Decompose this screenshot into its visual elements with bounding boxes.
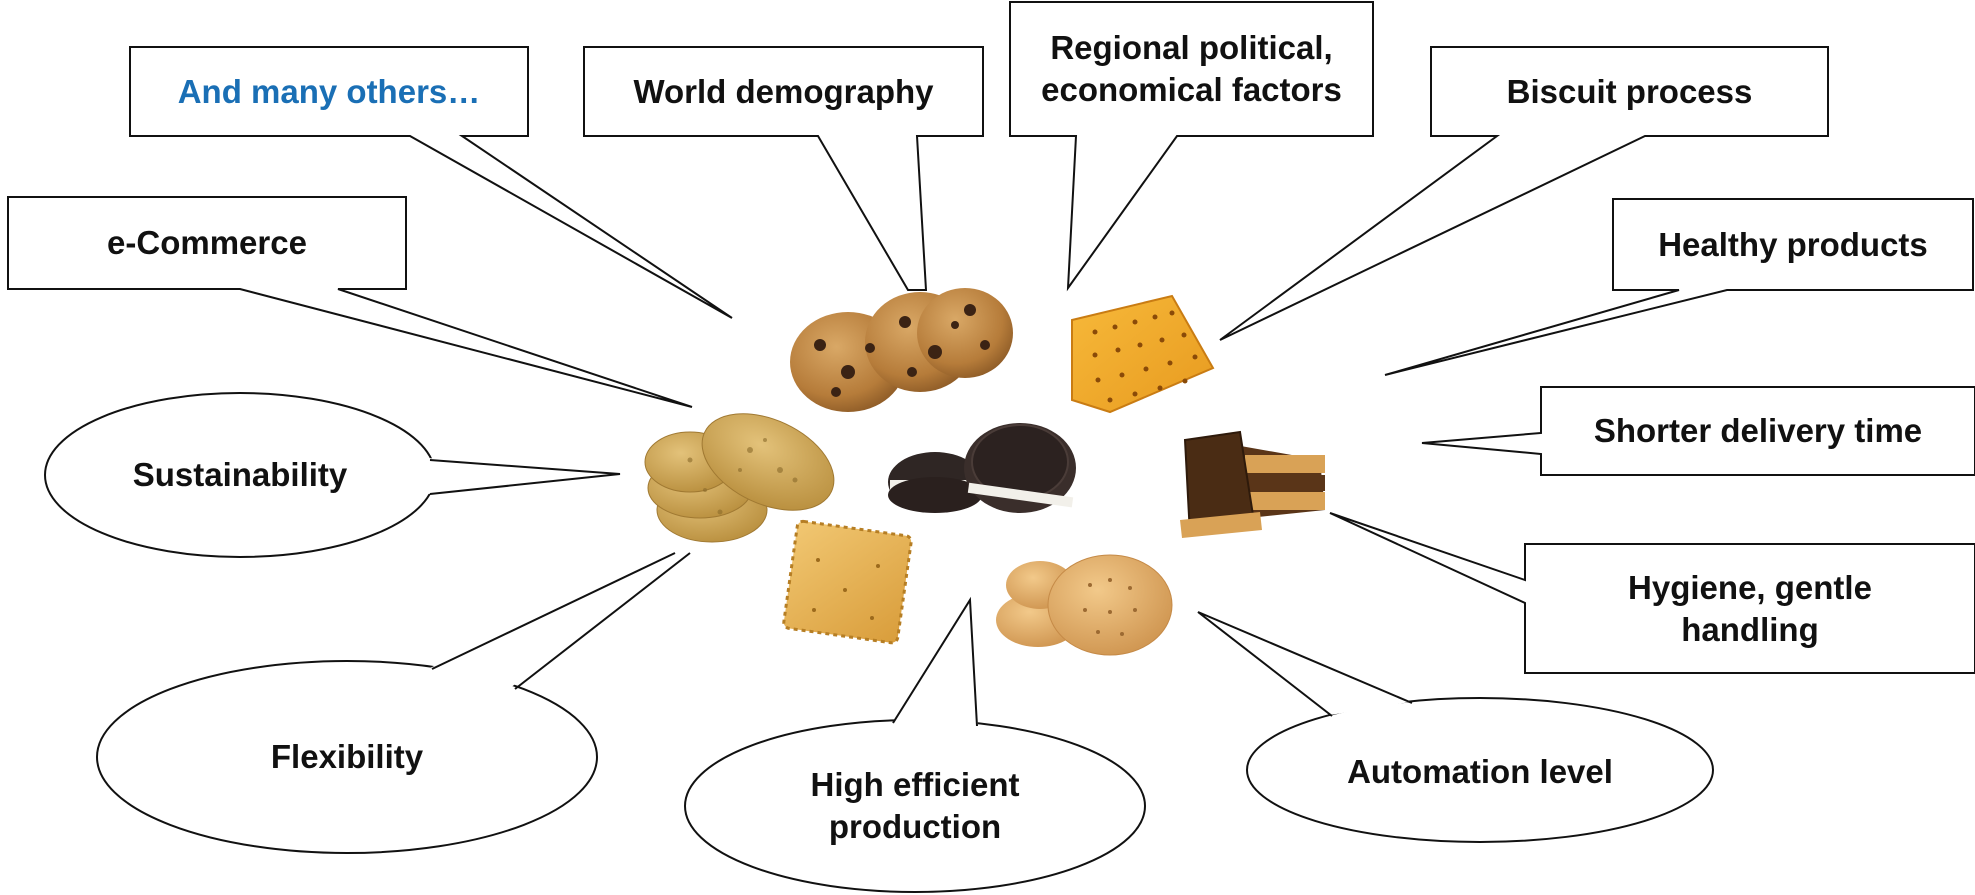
callout-hygiene: [1329, 512, 1975, 674]
butter-biscuit-image: [782, 519, 913, 645]
callout-shorter-delivery: [1421, 386, 1975, 476]
callout-and-many-others: [129, 46, 733, 319]
sandwich-cookies-image: [888, 423, 1076, 513]
callout-high-efficient: [684, 596, 1146, 893]
chocolate-biscuits-image: [1180, 430, 1325, 538]
callout-ecommerce: [7, 196, 693, 408]
oat-biscuits-image: [644, 413, 835, 543]
round-biscuits-image: [996, 554, 1173, 656]
cracker-image: [1071, 294, 1215, 414]
callout-world-demography: [583, 46, 984, 291]
callout-regional-factors: [1009, 1, 1374, 292]
callout-healthy-products: [1384, 198, 1974, 376]
callout-biscuit-process: [1219, 46, 1829, 341]
callout-flexibility: [96, 552, 691, 854]
callout-sustainability: [44, 392, 621, 558]
chocolate-chip-cookies-image: [790, 288, 1013, 412]
callout-automation-level: [1197, 611, 1714, 843]
